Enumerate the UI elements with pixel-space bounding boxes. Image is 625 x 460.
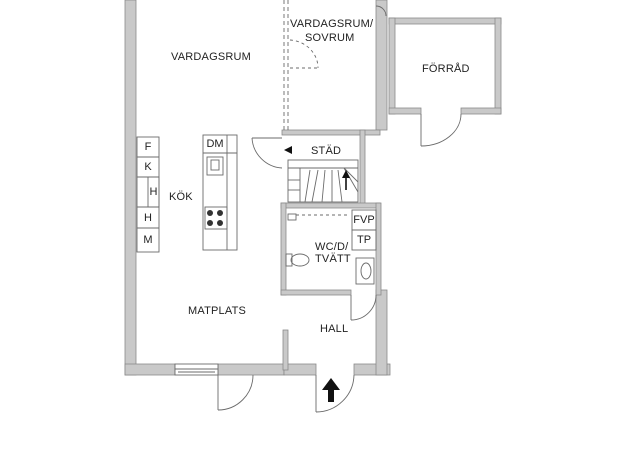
room-wc-line2: TVÄTT: [315, 253, 351, 265]
room-kok: KÖK: [169, 191, 193, 203]
direction-arrows: [284, 146, 350, 402]
fixture-dm: DM: [206, 138, 224, 150]
room-vardagsrum: VARDAGSRUM: [171, 51, 252, 63]
room-matplats: MATPLATS: [188, 305, 247, 317]
fixture-fvp: FVP: [353, 214, 375, 226]
walls: [124, 0, 502, 376]
cooktop: [207, 210, 223, 226]
entrance-arrow-icon: [322, 378, 340, 402]
fixture-tp: TP: [356, 234, 372, 246]
fixture-h-2: H: [144, 212, 152, 224]
fixture-k: K: [144, 161, 152, 173]
fixture-f: F: [144, 141, 152, 153]
fixture-m: M: [143, 234, 153, 246]
room-vardagsrum-sovrum-line2: SOVRUM: [305, 32, 355, 44]
arrow-left-icon: [284, 146, 292, 154]
room-stad: STÄD: [311, 145, 342, 157]
arrow-up-small-icon: [342, 170, 350, 178]
linework: [136, 0, 462, 413]
room-vardagsrum-sovrum-line1: VARDAGSRUM/: [290, 18, 374, 30]
room-wc-line1: WC/D/: [315, 241, 349, 253]
fixture-h-1: H: [149, 186, 158, 198]
room-forrad: FÖRRÅD: [422, 63, 470, 75]
room-hall: HALL: [320, 323, 349, 335]
